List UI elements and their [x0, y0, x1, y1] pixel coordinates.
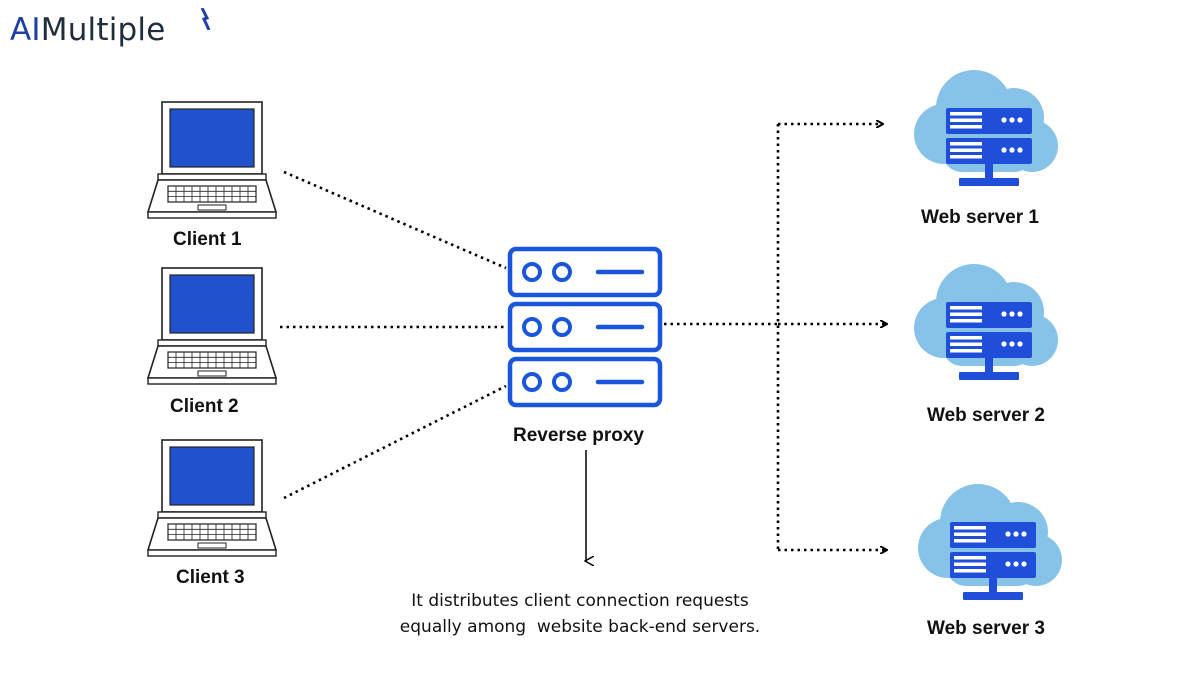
web-server-3-label: Web server 3 [927, 618, 1045, 639]
web-server-2-cloud-icon [914, 264, 1058, 380]
caption-line-2: equally among website back-end servers. [399, 617, 761, 637]
caption-line-1: It distributes client connection request… [411, 591, 749, 611]
logo-mark-icon [200, 8, 211, 30]
client-3-label: Client 3 [176, 567, 245, 588]
client-2-laptop-icon [147, 267, 277, 385]
web-server-2-label: Web server 2 [927, 405, 1045, 426]
aimultiple-logo: AIMultiple [10, 8, 211, 62]
web-server-1-label: Web server 1 [921, 207, 1039, 228]
web-server-1-cloud-icon [914, 70, 1058, 186]
logo-suffix: Multiple [40, 12, 166, 48]
logo-prefix: AI [10, 12, 41, 48]
client-2-label: Client 2 [170, 396, 239, 417]
caption: It distributes client connection request… [380, 588, 780, 640]
reverse-proxy-label: Reverse proxy [513, 425, 644, 446]
client-3-laptop-icon [147, 439, 277, 557]
reverse-proxy-server-icon [510, 249, 660, 405]
client-1-label: Client 1 [173, 229, 242, 250]
client-1-laptop-icon [147, 101, 277, 219]
client-1-connector [283, 170, 507, 270]
client-3-connector [283, 384, 507, 500]
web-server-3-cloud-icon [918, 484, 1062, 600]
